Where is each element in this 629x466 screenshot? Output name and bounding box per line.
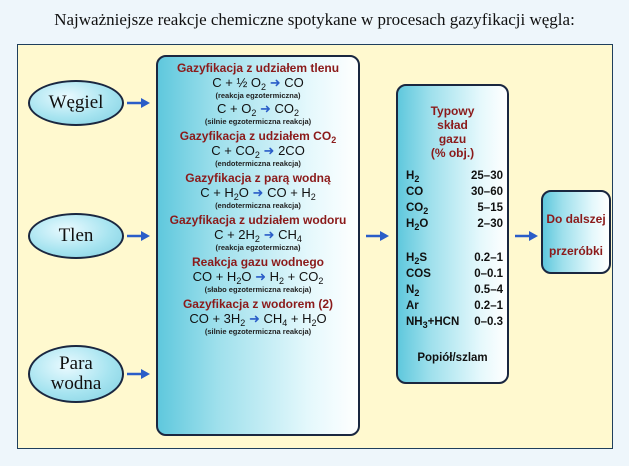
input-para-label: Para	[59, 353, 93, 375]
arrow-right-icon: ➜	[269, 75, 281, 90]
reaction-6-note: (słabo egzotermiczna reakcja)	[204, 285, 312, 294]
reaction-1: C + ½ O2 ➜ CO	[212, 75, 304, 92]
reactions-box: Gazyfikacja z udziałem tlenu C + ½ O2 ➜ …	[156, 55, 360, 436]
reaction-2-note: (silnie egzotermiczna reakcja)	[204, 117, 312, 126]
output-label-2: przeróbki	[548, 244, 603, 258]
input-tlen: Tlen	[28, 213, 124, 259]
reaction-3: C + CO2 ➜ 2CO	[211, 143, 305, 160]
arrow-right-icon: ➜	[263, 227, 275, 242]
output-box: Do dalszej przeróbki	[541, 190, 611, 274]
arrow-tlen-icon	[127, 231, 150, 241]
reaction-4: C + H2O ➜ CO + H2	[200, 185, 316, 202]
reaction-3-note: (endotermiczna reakcja)	[215, 159, 301, 168]
reaction-4-note: (endotermiczna reakcja)	[215, 201, 301, 210]
reaction-5: C + 2H2 ➜ CH4	[214, 227, 302, 244]
output-label-1: Do dalszej	[546, 212, 606, 226]
arrow-right-icon: ➜	[259, 101, 271, 116]
reaction-5-note: (reakcja egzotermiczna)	[215, 243, 301, 252]
arrow-right-icon: ➜	[263, 143, 275, 158]
reaction-1-note: (reakcja egzotermiczna)	[215, 91, 301, 100]
gas-footer-ash: Popiół/szlam	[417, 352, 488, 364]
diagram-title: Najważniejsze reakcje chemiczne spotykan…	[54, 10, 575, 29]
input-para-wodna: Para wodna	[28, 345, 124, 403]
reaction-7-note: (silnie egzotermiczna reakcja)	[204, 327, 312, 336]
arrow-right-icon: ➜	[255, 269, 266, 284]
input-wegiel-label: Węgiel	[48, 92, 104, 114]
reaction-7: CO + 3H2 ➜ CH4 + H2O	[189, 311, 327, 328]
arrow-para-icon	[127, 369, 150, 379]
reaction-6: CO + H2O ➜ H2 + CO2	[192, 269, 324, 286]
arrow-to-gas-icon	[366, 231, 389, 241]
input-tlen-label: Tlen	[58, 225, 94, 247]
gas-heading: Typowy skład gazu (% obj.)	[430, 104, 475, 160]
arrow-to-output-icon	[515, 231, 538, 241]
section-heading-oxygen: Gazyfikacja z udziałem tlenu	[176, 61, 340, 75]
section-heading-hydrogen: Gazyfikacja z udziałem wodoru	[169, 213, 347, 227]
arrow-right-icon: ➜	[248, 311, 260, 326]
input-wegiel: Węgiel	[28, 80, 124, 126]
section-heading-steam: Gazyfikacja z parą wodną	[185, 171, 331, 185]
section-heading-hydrogen-2: Gazyfikacja z wodorem (2)	[182, 297, 334, 311]
arrow-wegiel-icon	[127, 98, 150, 108]
reaction-2: C + O2 ➜ CO2	[216, 101, 299, 118]
arrow-right-icon: ➜	[252, 185, 264, 200]
section-heading-co2: Gazyfikacja z udziałem CO2	[179, 129, 337, 145]
input-wodna-label: wodna	[50, 373, 102, 394]
section-heading-water-gas: Reakcja gazu wodnego	[191, 255, 325, 269]
